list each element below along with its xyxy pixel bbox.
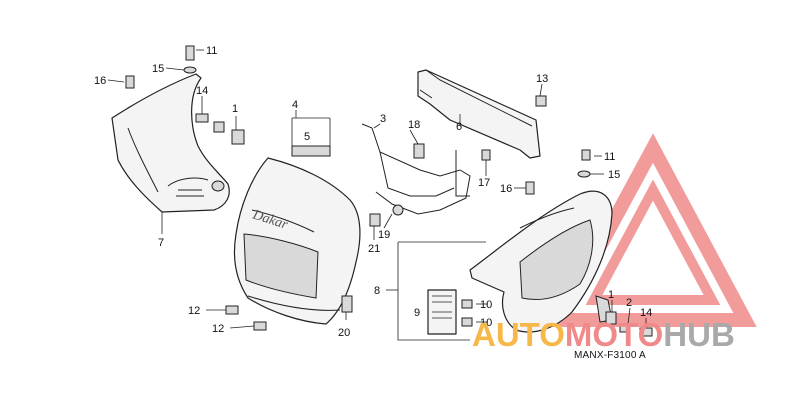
callout-5: 5 xyxy=(304,131,310,143)
callout-10-upper: 10 xyxy=(480,299,492,311)
diagram-code: MANX-F3100 A xyxy=(574,350,646,361)
watermark-text: AUTOMOTOHUB xyxy=(472,318,735,351)
callout-7: 7 xyxy=(158,237,164,249)
callout-12-lower: 12 xyxy=(212,323,224,335)
callout-18: 18 xyxy=(408,119,420,131)
callout-6: 6 xyxy=(456,121,462,133)
upper-cover xyxy=(417,69,541,159)
callout-15-right: 15 xyxy=(608,169,620,181)
callout-16-right: 16 xyxy=(500,183,512,195)
front-cowl: Dakar xyxy=(233,157,361,325)
callout-1-right: 1 xyxy=(608,289,614,301)
callout-4: 4 xyxy=(292,99,298,111)
headlight-stay xyxy=(361,123,471,216)
callout-10-lower: 10 xyxy=(480,317,492,329)
callout-21: 21 xyxy=(368,243,380,255)
callout-2-right: 2 xyxy=(626,297,632,309)
callout-12-upper: 12 xyxy=(188,305,200,317)
callout-14-right: 14 xyxy=(640,307,652,319)
callout-17: 17 xyxy=(478,177,490,189)
callout-9: 9 xyxy=(414,307,420,319)
callout-13: 13 xyxy=(536,73,548,85)
watermark-hub: HUB xyxy=(663,316,735,353)
right-cowl xyxy=(469,190,613,333)
callout-19: 19 xyxy=(378,229,390,241)
clip-lower xyxy=(461,317,473,327)
leader-lines xyxy=(107,49,647,329)
clip-upper xyxy=(461,299,473,309)
callout-20: 20 xyxy=(338,327,350,339)
callout-3: 3 xyxy=(380,113,386,125)
callout-11-left: 11 xyxy=(206,45,217,57)
callout-8: 8 xyxy=(374,285,380,297)
watermark-auto: AUTO xyxy=(472,316,565,353)
callout-15-left: 15 xyxy=(152,63,164,75)
callout-11-right: 11 xyxy=(604,151,615,163)
left-inner-panel xyxy=(111,73,230,213)
emblem-sticker xyxy=(291,145,331,157)
callout-16-left: 16 xyxy=(94,75,106,87)
callout-1-left: 1 xyxy=(232,103,238,115)
callout-14-left: 14 xyxy=(196,85,208,97)
watermark-moto: MOTO xyxy=(564,316,664,353)
callout-labels: 11 15 16 14 1 7 4 5 3 18 6 13 17 19 21 8… xyxy=(94,45,652,339)
